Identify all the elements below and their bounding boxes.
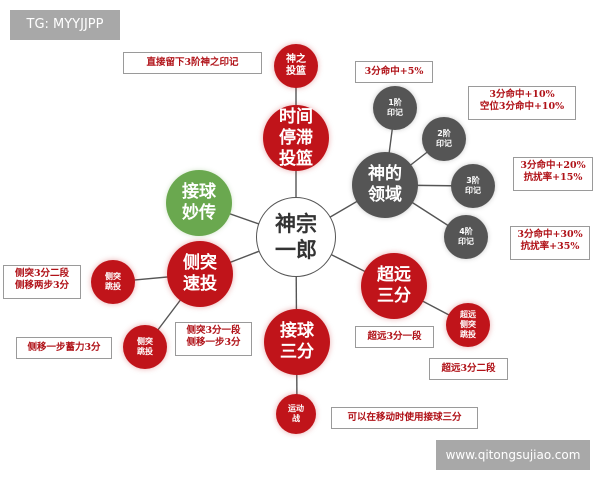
center-node-shenzong-ichiro: 神宗 一郎 — [256, 197, 336, 277]
node-mark-2: 2阶 印记 — [422, 117, 466, 161]
label-deep-side-jump-desc: 超远3分二段 — [429, 358, 508, 380]
node-mark-3: 3阶 印记 — [451, 164, 495, 208]
watermark-bottom-right: www.qitongsujiao.com — [436, 440, 590, 470]
node-motion-play: 运动 战 — [276, 394, 316, 434]
node-catch-pass: 接球 妙传 — [166, 170, 232, 236]
label-mark2-desc: 3分命中+10% 空位3分命中+10% — [468, 86, 576, 120]
node-catch-three: 接球 三分 — [264, 309, 330, 375]
node-side-jump-shot-left: 侧突 跳投 — [91, 260, 135, 304]
label-side-jump-left-desc: 侧突3分二段 侧移两步3分 — [3, 265, 81, 299]
node-mark-1: 1阶 印记 — [373, 86, 417, 130]
node-time-stop-shot: 时间 停滞 投篮 — [263, 105, 329, 171]
label-deep-three-desc: 超远3分一段 — [355, 326, 434, 348]
label-mark4-desc: 3分命中+30% 抗扰率+35% — [510, 226, 590, 260]
watermark-top-left: TG: MYYJJPP — [10, 10, 120, 40]
node-mark-4: 4阶 印记 — [444, 215, 488, 259]
label-god-shot-desc: 直接留下3阶神之印记 — [123, 52, 262, 74]
label-mark1-desc: 3分命中+5% — [355, 61, 433, 83]
node-side-quick-shot: 侧突 速投 — [167, 241, 233, 307]
node-god-shot: 神之 投篮 — [274, 44, 318, 88]
label-motion-desc: 可以在移动时使用接球三分 — [331, 407, 478, 429]
label-side-quick-desc: 侧突3分一段 侧移一步3分 — [175, 322, 252, 356]
node-side-jump-shot-lower: 侧突 跳投 — [123, 325, 167, 369]
label-mark3-desc: 3分命中+20% 抗扰率+15% — [513, 157, 593, 191]
node-deep-side-jump-shot: 超远 侧突 跳投 — [446, 303, 490, 347]
node-god-domain: 神的 领域 — [352, 152, 418, 218]
label-side-jump-lower-desc: 侧移一步蓄力3分 — [16, 337, 112, 359]
node-deep-three: 超远 三分 — [361, 253, 427, 319]
